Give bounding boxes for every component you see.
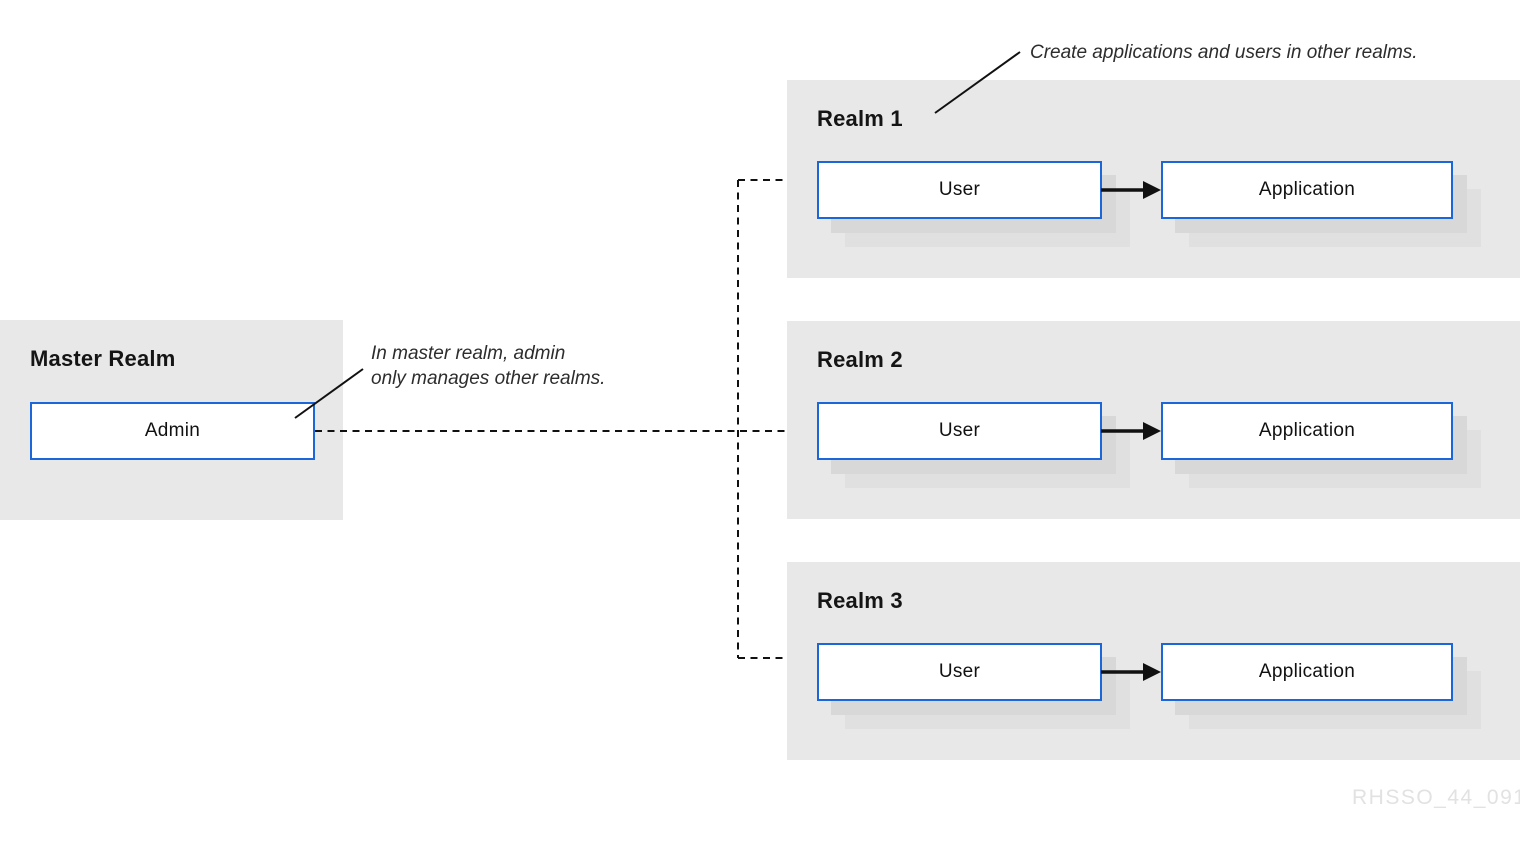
realm-2-title: Realm 2 — [817, 347, 903, 372]
realm-2-user-label: User — [938, 420, 981, 441]
realm-3-application-node: Application — [1161, 643, 1481, 729]
admin-box: Admin — [30, 402, 315, 460]
annotation-create-apps: Create applications and users in other r… — [1030, 42, 1418, 63]
realm-2-user-box: User — [817, 402, 1102, 460]
realm-3-user-label: User — [938, 661, 981, 682]
realm-1-application-box: Application — [1161, 161, 1453, 219]
admin-box-label: Admin — [144, 420, 201, 441]
realm-2-panel: Realm 2 User Application — [787, 321, 1520, 519]
annotation-master-line-2: only manages other realms. — [371, 368, 606, 389]
realm-1-user-label: User — [938, 179, 981, 200]
realm-1-panel: Realm 1 User Application — [787, 80, 1520, 278]
realm-2-user-node: User — [817, 402, 1130, 488]
realm-3-application-box: Application — [1161, 643, 1453, 701]
realm-1-user-node: User — [817, 161, 1130, 247]
master-realm-title: Master Realm — [30, 346, 176, 371]
annotation-master-realm: In master realm, admin only manages othe… — [371, 341, 605, 391]
realm-2-application-node: Application — [1161, 402, 1481, 488]
annotation-master-line-1: In master realm, admin — [371, 343, 566, 364]
realm-3-user-box: User — [817, 643, 1102, 701]
realm-1-application-node: Application — [1161, 161, 1481, 247]
realm-1-user-box: User — [817, 161, 1102, 219]
realm-3-panel: Realm 3 User Application — [787, 562, 1520, 760]
master-realm-panel: Master Realm Admin — [0, 320, 343, 520]
realm-2-application-label: Application — [1258, 420, 1356, 441]
realm-1-title: Realm 1 — [817, 106, 903, 131]
realm-3-application-label: Application — [1258, 661, 1356, 682]
realm-2-application-box: Application — [1161, 402, 1453, 460]
watermark-label: RHSSO_44_0919 — [1352, 786, 1520, 809]
realm-1-application-label: Application — [1258, 179, 1356, 200]
realm-3-title: Realm 3 — [817, 588, 903, 613]
realm-3-user-node: User — [817, 643, 1130, 729]
admin-node: Admin — [30, 402, 315, 460]
